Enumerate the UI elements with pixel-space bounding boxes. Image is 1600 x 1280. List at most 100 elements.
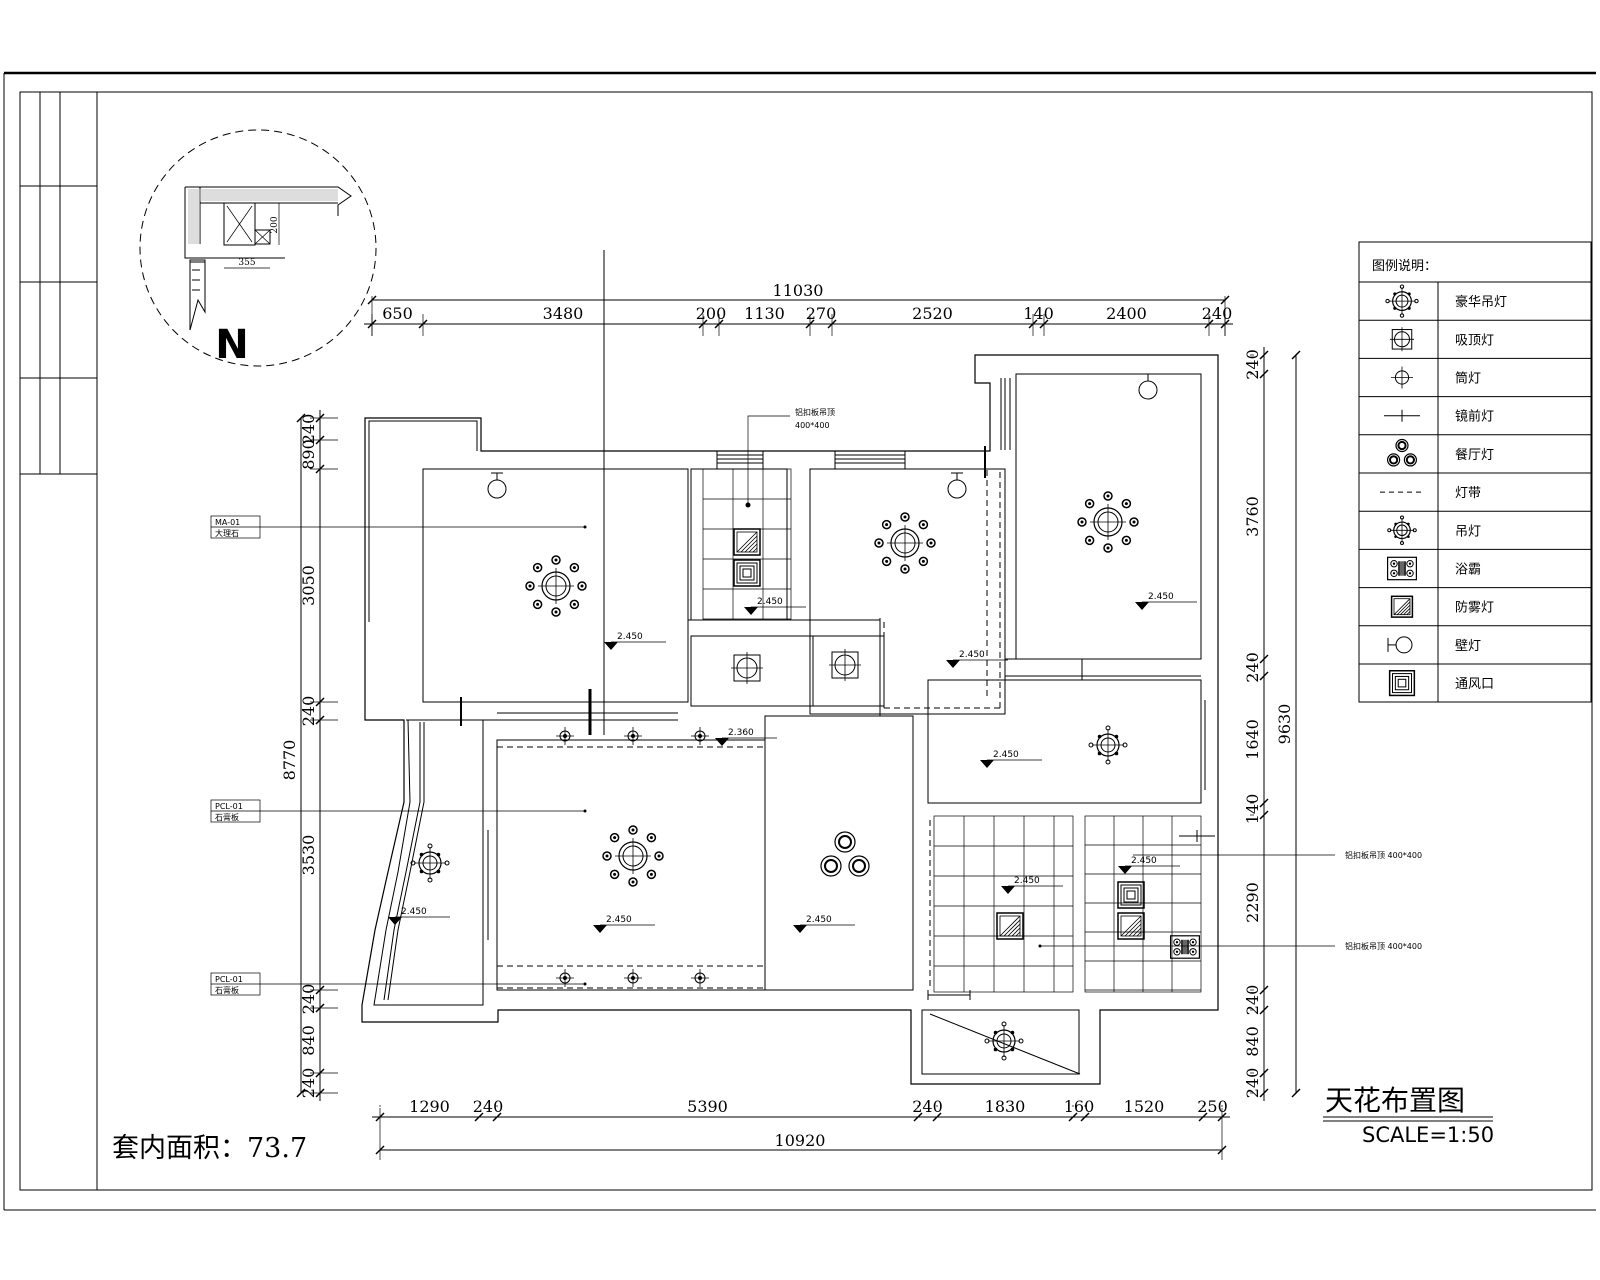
dimension-label: 1640 — [1243, 719, 1262, 760]
dimension-label: 200 — [696, 304, 727, 323]
dimension-label: 840 — [1243, 1026, 1262, 1057]
dimension-label: 240 — [1243, 349, 1262, 380]
wall-light-icon — [487, 472, 507, 499]
interior-area: 套内面积：73.7 — [112, 1133, 307, 1164]
dimension-label: 240 — [1243, 1068, 1262, 1099]
dimension-chains: 650 3480 200 1130 270 2520 140 2400 240 11030 1290… — [280, 281, 1301, 1160]
legend-label: 灯带 — [1455, 486, 1481, 501]
ceiling-level-mark: 2.450 — [980, 750, 1042, 768]
ceiling-level-mark: 2.450 — [1118, 856, 1180, 874]
vent-icon — [1388, 670, 1416, 697]
legend-row: 豪华吊灯 — [1385, 284, 1507, 318]
dimension-label: 140 — [1023, 304, 1054, 323]
dimension-label: 3480 — [543, 304, 584, 323]
north-label: N — [215, 322, 248, 368]
svg-text:2.450: 2.450 — [606, 915, 632, 925]
wall-light-icon — [947, 472, 967, 499]
pendant-light-icon — [410, 843, 450, 883]
fog-proof-light-icon — [996, 912, 1024, 940]
tag-alu-top: 铝扣板吊顶 400*400 — [745, 407, 835, 508]
legend-label: 吸顶灯 — [1455, 333, 1494, 348]
dimension-label: 890 — [299, 439, 318, 470]
dimension-label: 240 — [299, 696, 318, 727]
dimension-label: 240 — [473, 1097, 504, 1116]
svg-text:铝扣板吊顶: 铝扣板吊顶 — [795, 407, 835, 417]
dimension-label: 270 — [806, 304, 837, 323]
dimension-label: 5390 — [687, 1097, 728, 1116]
pendant-light-icon — [1088, 725, 1128, 765]
plan-fixtures: 2.450 2.450 2.450 2.450 2.360 2.450 2.450 2.450… — [388, 373, 1215, 1061]
drawing-frame — [3, 71, 1596, 1211]
svg-text:石膏板: 石膏板 — [215, 985, 239, 995]
legend-row: 防雾灯 — [1359, 587, 1591, 618]
downlight-icon — [691, 969, 709, 987]
svg-text:大理石: 大理石 — [215, 528, 239, 538]
legend-row: 通风口 — [1359, 663, 1591, 697]
legend-label: 吊灯 — [1455, 524, 1481, 539]
svg-text:2.450: 2.450 — [993, 750, 1019, 760]
dimension-label: 1290 — [409, 1097, 450, 1116]
ceiling-level-mark: 2.450 — [604, 632, 666, 650]
drawing-scale: SCALE=1:50 — [1362, 1123, 1494, 1147]
bath-tile-grid — [702, 468, 1202, 993]
dimension-label: 3760 — [1243, 496, 1262, 537]
dimension-label: 840 — [299, 1025, 318, 1056]
ceiling-level-mark: 2.450 — [593, 915, 655, 933]
svg-text:2.360: 2.360 — [728, 728, 754, 738]
title-block: 天花布置图 SCALE=1:50 套内面积：73.7 — [112, 1084, 1494, 1164]
vent-icon — [1117, 881, 1145, 909]
svg-text:铝扣板吊顶 400*400: 铝扣板吊顶 400*400 — [1345, 850, 1422, 860]
fog-proof-light-icon — [1117, 912, 1145, 940]
ceiling-level-mark: 2.450 — [744, 597, 806, 615]
downlight-icon — [624, 969, 642, 987]
tag-alu-right-upper: 铝扣板吊顶 400*400 — [1133, 850, 1422, 860]
svg-text:2.450: 2.450 — [1014, 876, 1040, 886]
dimension-label: 3050 — [299, 565, 318, 606]
fog-proof-light-icon — [1390, 595, 1414, 618]
ceiling-levels: 2.450 2.450 2.450 2.450 2.360 2.450 2.450 2.450… — [388, 592, 1197, 933]
downlight-icon — [556, 727, 574, 745]
dimension-label: 240 — [1202, 304, 1233, 323]
svg-text:PCL-01: PCL-01 — [215, 975, 243, 984]
svg-text:MA-01: MA-01 — [215, 518, 240, 527]
dimension-label: 240 — [299, 414, 318, 445]
dining-light-icon — [1386, 438, 1418, 467]
legend-label: 餐厅灯 — [1455, 447, 1494, 463]
downlight-icon — [691, 727, 709, 745]
legend-label: 豪华吊灯 — [1455, 294, 1507, 310]
dimension-total-bottom: 10920 — [775, 1131, 826, 1150]
legend-row: 灯带 — [1359, 472, 1591, 501]
svg-text:400*400: 400*400 — [795, 421, 830, 430]
bath-heater-icon — [1386, 556, 1417, 581]
dimension-label: 1130 — [744, 304, 785, 323]
svg-text:铝扣板吊顶 400*400: 铝扣板吊顶 400*400 — [1345, 941, 1422, 951]
svg-text:2.450: 2.450 — [617, 632, 643, 642]
luxury-chandelier-icon — [1385, 284, 1419, 318]
ceiling-level-mark: 2.450 — [946, 650, 1008, 668]
luxury-chandelier-icon — [874, 512, 936, 574]
legend-row: 吸顶灯 — [1359, 319, 1591, 352]
pendant-light-icon — [1387, 515, 1417, 546]
dimension-label: 2400 — [1106, 304, 1147, 323]
dimension-label: 240 — [299, 1068, 318, 1099]
tag-alu-right-lower: 铝扣板吊顶 400*400 — [1038, 941, 1422, 951]
dimension-label: 3530 — [299, 835, 318, 876]
vent-icon — [733, 559, 761, 587]
bath-heater-icon — [1169, 935, 1200, 959]
dimension-label: 650 — [382, 304, 413, 323]
ceiling-level-mark: 2.360 — [715, 728, 777, 746]
material-tags: MA-01 大理石 PCL-01 石膏板 PCL-01 石膏板 铝扣板吊顶 40… — [210, 407, 1422, 996]
dimension-label: 240 — [1243, 985, 1262, 1016]
svg-text:2.450: 2.450 — [1148, 592, 1174, 602]
dimension-total-top: 11030 — [773, 281, 824, 300]
svg-text:2.450: 2.450 — [401, 907, 427, 917]
mirror-light-icon — [1179, 830, 1215, 842]
tag-pcl01-upper: PCL-01 石膏板 — [210, 799, 587, 823]
legend-row: 浴霸 — [1359, 548, 1591, 581]
ceiling-light-icon — [1390, 327, 1414, 352]
detail-dim-horizontal: 355 — [238, 258, 255, 268]
svg-text:2.450: 2.450 — [757, 597, 783, 607]
legend-label: 防雾灯 — [1455, 600, 1494, 616]
dimension-label: 2520 — [912, 304, 953, 323]
